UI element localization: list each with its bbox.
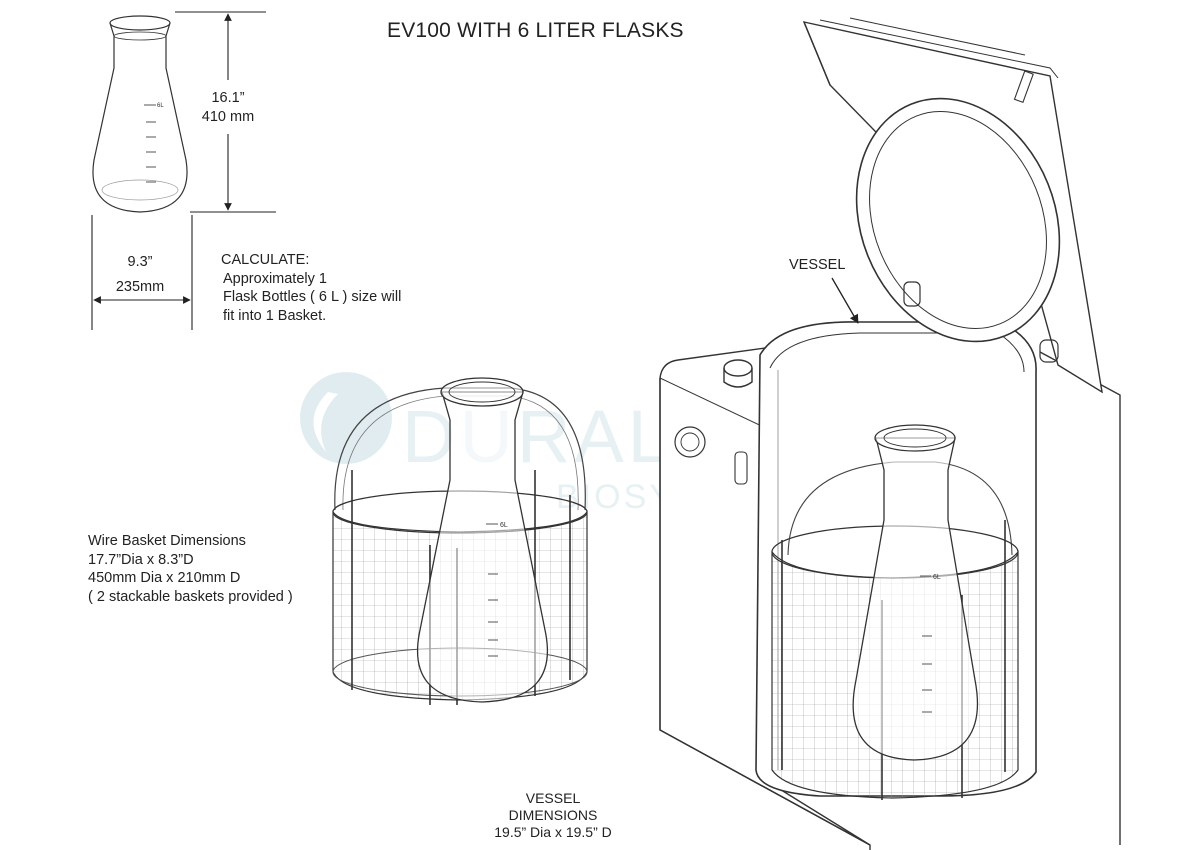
basket-line-2: 450mm Dia x 210mm D xyxy=(88,570,241,587)
flask-height-inches: 16.1” xyxy=(211,90,245,106)
lid-hinges xyxy=(903,281,1059,363)
wire-basket-drawing xyxy=(332,377,588,705)
vessel-pointer-arrow xyxy=(831,277,859,324)
vessel-dims-line-2: DIMENSIONS xyxy=(508,807,598,824)
knob-icon xyxy=(723,359,753,388)
calculate-line-3: fit into 1 Basket. xyxy=(223,307,327,324)
flask-height-label: 16.1” 410 mm xyxy=(188,89,268,126)
basket-line-1: 17.7”Dia x 8.3”D xyxy=(88,551,194,568)
flask-width-mm: 235mm xyxy=(115,278,165,295)
basket-flask-graduations xyxy=(486,523,498,657)
calculate-heading: CALCULATE: xyxy=(221,252,310,268)
flask-width-label: 9.3” 235mm xyxy=(88,253,192,296)
vessel-basket-drawing xyxy=(771,424,1019,800)
vessel-flask-drawing xyxy=(852,424,979,761)
vessel-flask-graduation-label: 6L xyxy=(933,574,941,581)
flask-width-inches: 9.3” xyxy=(127,254,153,270)
basket-flask-drawing xyxy=(416,377,549,703)
flask-height-dimension xyxy=(175,11,276,213)
flask-height-mm: 410 mm xyxy=(201,108,255,125)
calculate-note: CALCULATE: Approximately 1 Flask Bottles… xyxy=(221,251,402,325)
basket-heading: Wire Basket Dimensions xyxy=(88,533,246,549)
flask-width-dimension xyxy=(91,215,193,330)
ev100-machine-drawing xyxy=(659,17,1121,850)
vessel-dims-line-1: VESSEL xyxy=(525,790,581,806)
page-title: EV100 WITH 6 LITER FLASKS xyxy=(387,19,684,42)
watermark-drop-icon xyxy=(300,372,392,464)
flask-graduations xyxy=(144,104,156,183)
calculate-line-1: Approximately 1 xyxy=(223,270,327,287)
vessel-label: VESSEL xyxy=(789,257,846,273)
calculate-line-2: Flask Bottles ( 6 L ) size will xyxy=(223,289,402,306)
vessel-dims-line-3: 19.5” Dia x 19.5” D xyxy=(494,824,612,841)
flask-drawing xyxy=(92,15,188,213)
basket-dimensions: Wire Basket Dimensions 17.7”Dia x 8.3”D … xyxy=(88,532,293,606)
flask-graduation-label: 6L xyxy=(157,103,164,109)
open-lid xyxy=(802,17,1103,394)
basket-flask-graduation-label: 6L xyxy=(500,522,508,529)
basket-line-3: ( 2 stackable baskets provided ) xyxy=(88,588,293,605)
vessel-dimensions: VESSEL DIMENSIONS 19.5” Dia x 19.5” D xyxy=(478,790,628,841)
